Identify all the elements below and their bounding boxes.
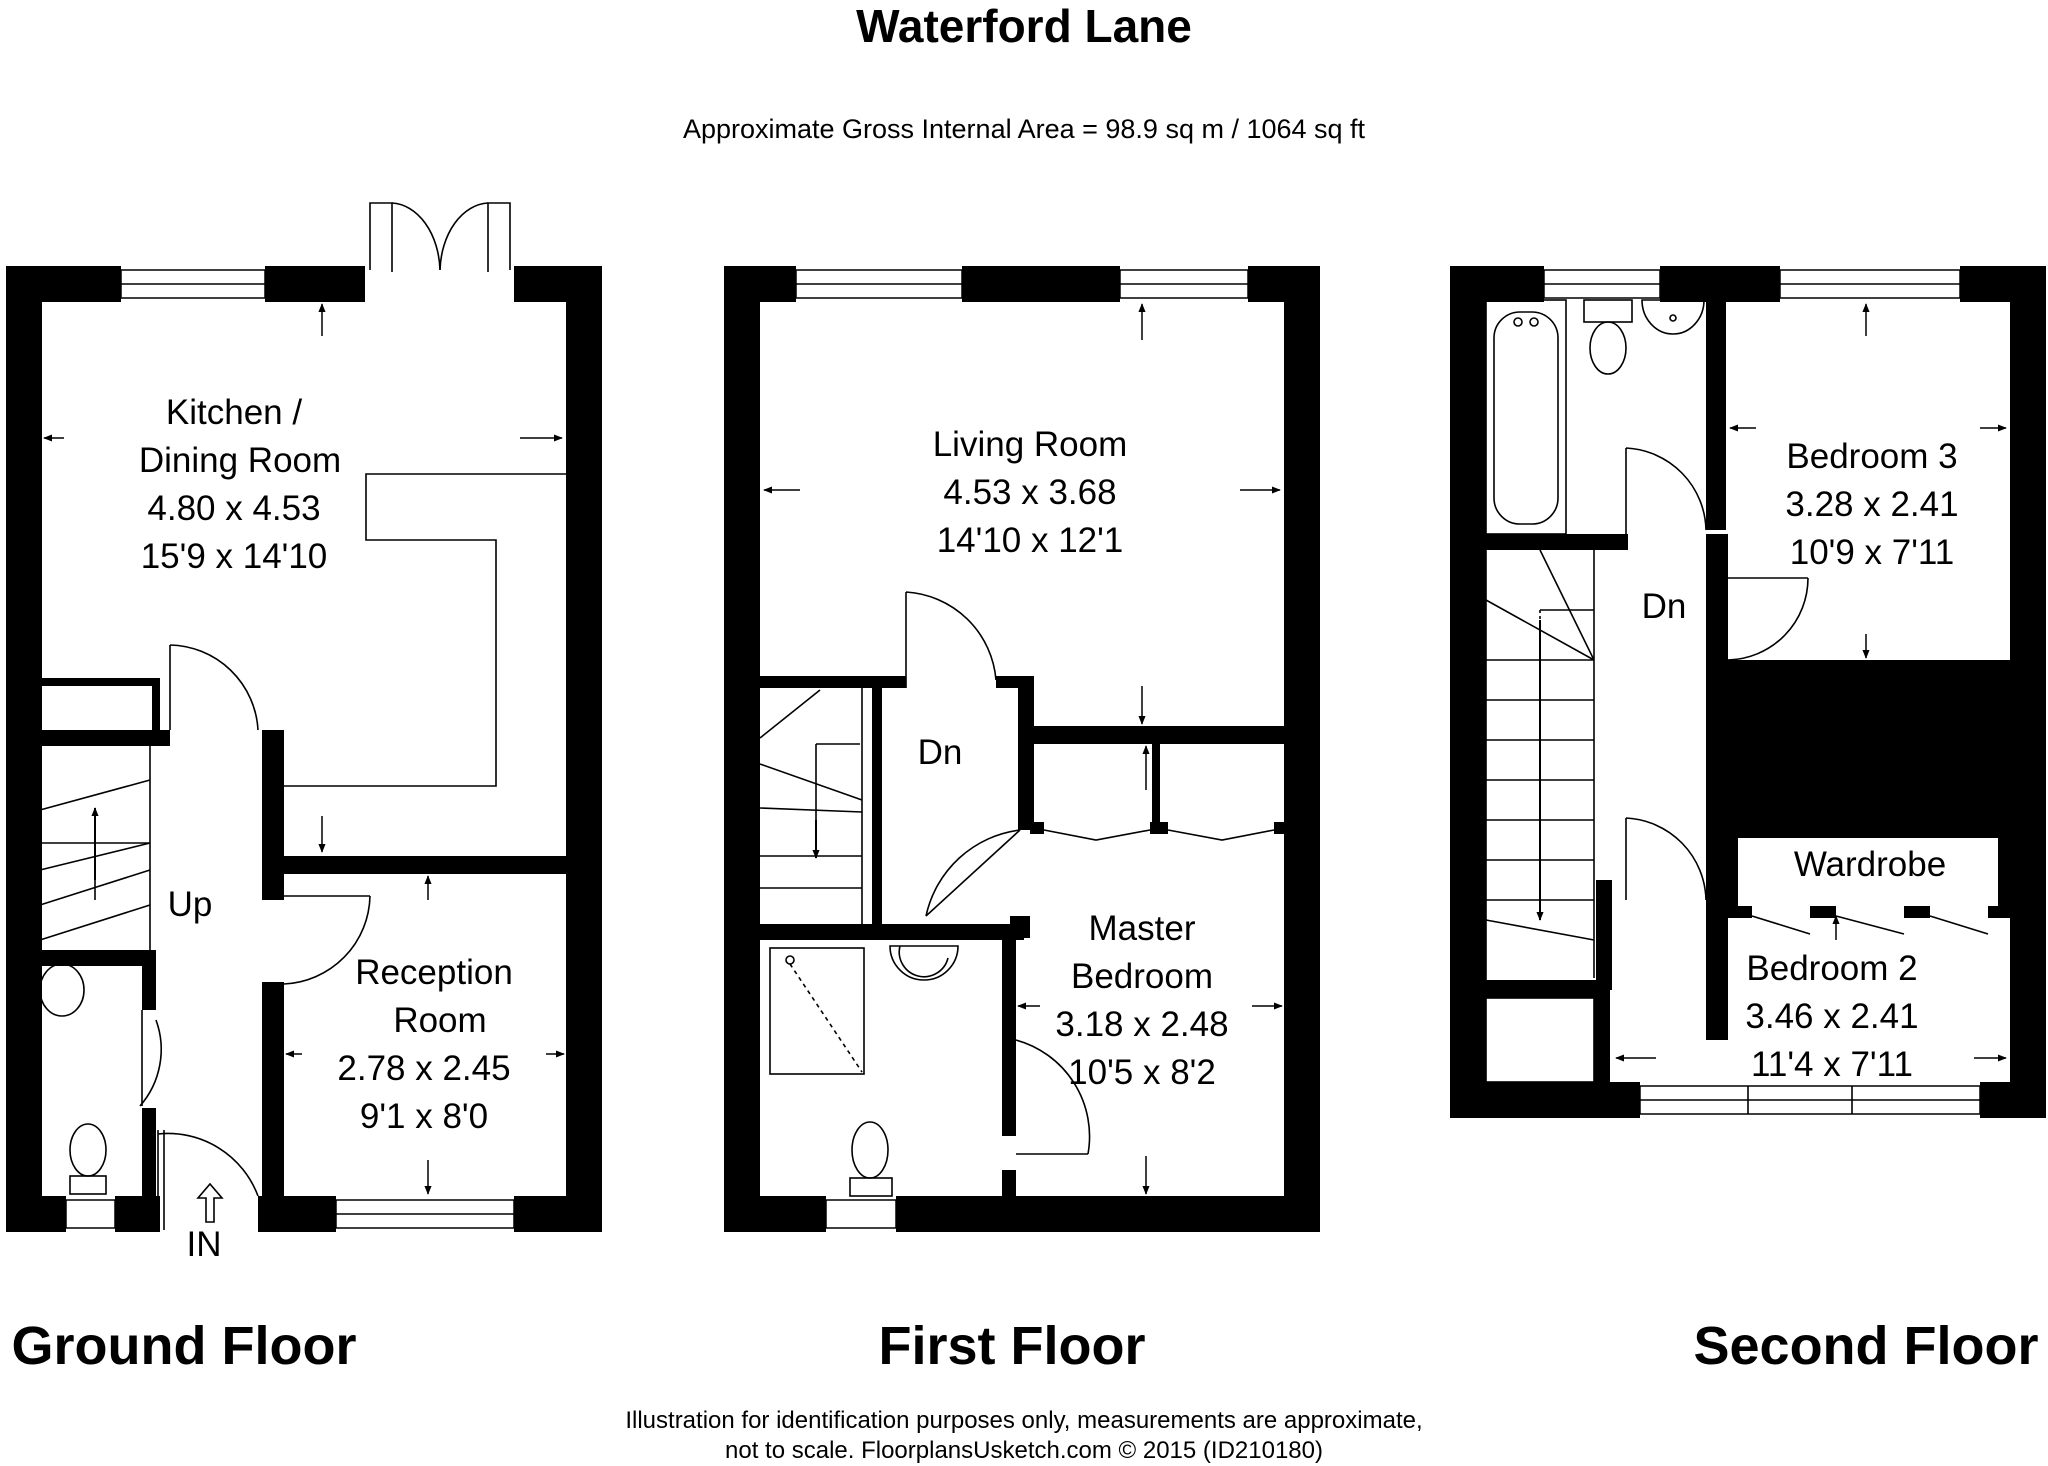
kitchen-name-line2: Dining Room: [139, 441, 341, 480]
bedroom2-imperial-size: 11'4 x 7'11: [1751, 1045, 1913, 1084]
living-room-name: Living Room: [933, 425, 1128, 464]
second-floor-stairs-label: Dn: [1642, 587, 1687, 626]
kitchen-name-line1: Kitchen /: [166, 393, 302, 432]
entrance-label: IN: [187, 1225, 222, 1264]
plan-title: Waterford Lane: [856, 0, 1192, 52]
kitchen-metric-size: 4.80 x 4.53: [147, 489, 320, 528]
master-bedroom-metric-size: 3.18 x 2.48: [1055, 1005, 1228, 1044]
first-floor-stairs-label: Dn: [918, 733, 963, 772]
master-bedroom-name-line2: Bedroom: [1071, 957, 1213, 996]
stairs-up-label: Up: [168, 885, 213, 924]
disclaimer-line2: not to scale. FloorplansUsketch.com © 20…: [725, 1437, 1323, 1464]
first-floor-label: First Floor: [879, 1316, 1146, 1376]
gross-area-subtitle: Approximate Gross Internal Area = 98.9 s…: [683, 114, 1366, 144]
bedroom2-name: Bedroom 2: [1746, 949, 1917, 988]
ground-floor-label: Ground Floor: [12, 1316, 357, 1376]
disclaimer-line1: Illustration for identification purposes…: [625, 1407, 1422, 1434]
reception-metric-size: 2.78 x 2.45: [337, 1049, 510, 1088]
reception-name-line2: Room: [393, 1001, 486, 1040]
master-bedroom-name-line1: Master: [1089, 909, 1196, 948]
reception-name-line1: Reception: [355, 953, 513, 992]
master-bedroom-imperial-size: 10'5 x 8'2: [1068, 1053, 1216, 1092]
first-floor-plan: Living Room 4.53 x 3.68 14'10 x 12'1 Dn …: [724, 266, 1320, 1376]
bedroom3-name: Bedroom 3: [1786, 437, 1957, 476]
second-floor-plan: Dn Bedroom 3 3.28 x 2.41 10'9 x 7'11 War…: [1450, 266, 2046, 1376]
reception-imperial-size: 9'1 x 8'0: [360, 1097, 488, 1136]
living-room-imperial-size: 14'10 x 12'1: [937, 521, 1124, 560]
bedroom3-imperial-size: 10'9 x 7'11: [1790, 533, 1955, 572]
kitchen-imperial-size: 15'9 x 14'10: [141, 537, 328, 576]
ground-floor-plan: Kitchen / Dining Room 4.80 x 4.53 15'9 x…: [6, 202, 602, 1376]
living-room-metric-size: 4.53 x 3.68: [943, 473, 1116, 512]
bedroom2-metric-size: 3.46 x 2.41: [1745, 997, 1918, 1036]
wardrobe-label: Wardrobe: [1794, 845, 1946, 884]
bedroom3-metric-size: 3.28 x 2.41: [1785, 485, 1958, 524]
second-floor-label: Second Floor: [1693, 1316, 2038, 1376]
